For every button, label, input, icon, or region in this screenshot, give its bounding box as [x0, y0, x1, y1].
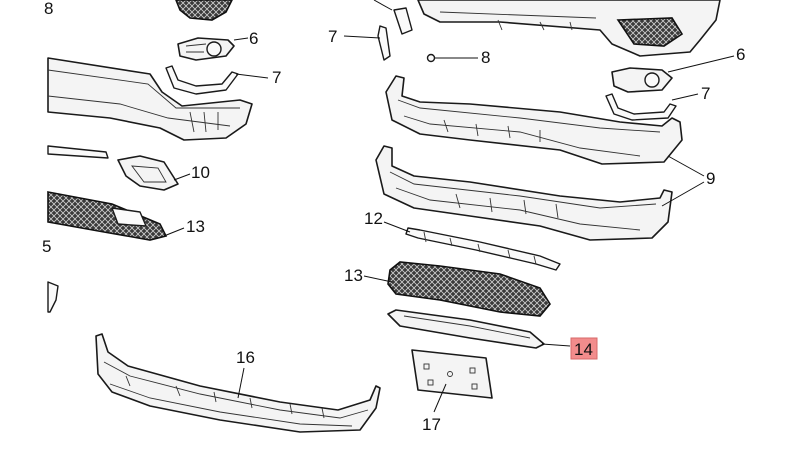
callout-7-center[interactable]: 7 [328, 27, 337, 46]
leader-14 [541, 343, 571, 347]
lower-grille-left[interactable] [47, 191, 168, 241]
license-plate-bracket-17[interactable] [411, 349, 493, 399]
callout-7-right[interactable]: 7 [701, 84, 710, 103]
callout-14-highlight [570, 337, 598, 360]
callout-7-left[interactable]: 7 [272, 68, 281, 87]
callout-10[interactable]: 10 [191, 163, 210, 182]
leader-7-right [671, 93, 699, 101]
callout-14[interactable]: 14 [574, 340, 593, 359]
lower-fascia-16[interactable] [95, 333, 381, 433]
callout-top-left-label: 8 [44, 0, 53, 18]
callout-8[interactable]: 8 [481, 48, 490, 67]
bezel-trim-left[interactable] [165, 65, 239, 95]
leader-9-a [667, 155, 705, 177]
fog-lamp-bezel-left[interactable] [177, 37, 235, 61]
skid-plate-14[interactable] [387, 309, 545, 349]
fog-lamp-grille-top-left[interactable] [175, 0, 233, 21]
leader-7-center [343, 35, 381, 39]
leader-10 [173, 173, 191, 181]
callout-6-left[interactable]: 6 [249, 29, 258, 48]
leader-17 [433, 383, 447, 413]
callout-left-edge: 5 [42, 237, 51, 256]
bracket-top-center[interactable] [393, 7, 413, 35]
callout-17[interactable]: 17 [422, 415, 441, 434]
callout-9[interactable]: 9 [706, 169, 715, 188]
callout-13-center[interactable]: 13 [344, 266, 363, 285]
leader-6-right [667, 55, 735, 73]
bumper-fascia-9-upper[interactable] [385, 75, 683, 165]
mounting-bracket-12[interactable] [405, 227, 561, 271]
bezel-clip-center[interactable] [377, 25, 391, 61]
leader-top-center [373, 0, 393, 11]
callout-16[interactable]: 16 [236, 348, 255, 367]
callout-6-right[interactable]: 6 [736, 45, 745, 64]
leader-13-center [363, 275, 393, 283]
lower-grille-13[interactable] [387, 261, 551, 317]
clip-8[interactable] [426, 53, 436, 63]
leader-16 [237, 367, 245, 399]
bumper-fascia-left[interactable] [47, 57, 253, 141]
bumper-fascia-9-lower[interactable] [375, 145, 673, 241]
callout-13-left[interactable]: 13 [186, 217, 205, 236]
tow-hook-cover[interactable] [117, 155, 179, 191]
callout-12[interactable]: 12 [364, 209, 383, 228]
bezel-trim-right[interactable] [605, 93, 677, 121]
leader-7-left [235, 73, 269, 79]
leader-9-b [661, 181, 705, 207]
fog-lamp-bezel-right[interactable] [611, 67, 673, 93]
bracket-left-edge[interactable] [47, 281, 59, 313]
leader-12 [383, 221, 411, 233]
bumper-fascia-upper-right[interactable] [417, 0, 721, 57]
leader-6-left [233, 37, 249, 41]
leader-13-left [163, 227, 185, 237]
trim-strip-left[interactable] [47, 145, 109, 159]
